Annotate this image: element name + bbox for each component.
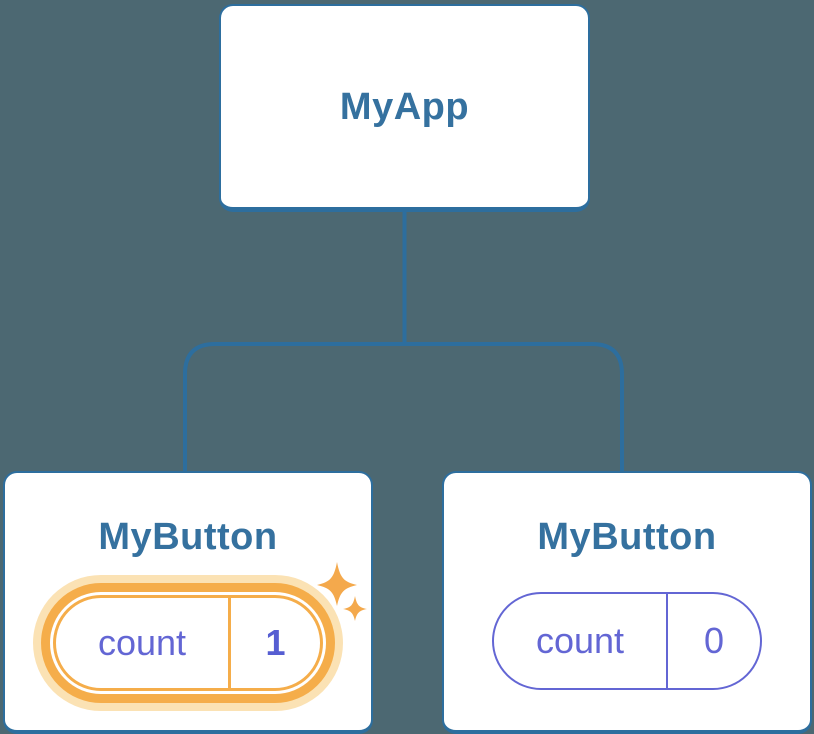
state-pill-divider bbox=[228, 598, 231, 688]
state-label: count bbox=[97, 622, 187, 663]
component-node-mybutton-right: MyButton count 0 bbox=[442, 471, 812, 734]
component-title: MyButton bbox=[537, 516, 717, 558]
component-title: MyButton bbox=[98, 516, 278, 558]
state-value: 0 bbox=[703, 620, 725, 661]
state-value: 1 bbox=[265, 622, 286, 663]
component-node-mybutton-left: MyButton count 1 bbox=[3, 471, 373, 734]
state-label: count bbox=[535, 620, 625, 661]
state-pill-highlighted: count 1 bbox=[53, 595, 323, 691]
component-title: MyApp bbox=[339, 85, 470, 128]
state-pill-divider bbox=[666, 594, 668, 688]
state-pill: count 0 bbox=[492, 592, 762, 690]
component-node-myapp: MyApp bbox=[219, 4, 590, 212]
